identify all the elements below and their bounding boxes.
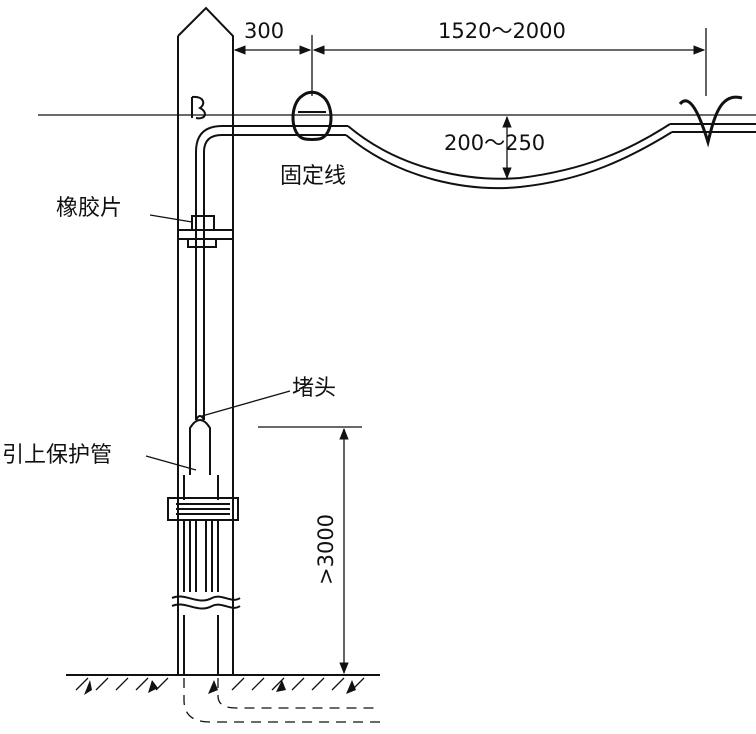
wire-hook: [191, 95, 206, 120]
label-rubber-pad-group: 橡胶片: [56, 196, 193, 223]
fixing-clamp: [291, 90, 333, 141]
label-lead-up-pipe-group: 引上保护管: [2, 443, 197, 471]
rubber-pad-clamp: [177, 215, 234, 248]
dimension-sag: 200～250: [444, 115, 545, 180]
cable: [195, 123, 756, 420]
end-support: [678, 95, 743, 148]
label-rubber-pad: 橡胶片: [56, 196, 122, 221]
dimension-height: >3000: [258, 426, 362, 675]
dimension-height-label: >3000: [314, 514, 338, 585]
dimension-offset-label: 300: [244, 19, 284, 43]
ground: [66, 674, 380, 723]
dimension-span: 1520～2000: [312, 19, 707, 96]
dimension-span-label: 1520～2000: [438, 19, 566, 43]
lead-up-pipe: [183, 415, 219, 675]
label-lead-up-pipe: 引上保护管: [2, 443, 112, 468]
pipe-strap: [167, 497, 239, 521]
dimension-sag-label: 200～250: [444, 131, 545, 155]
pole: [171, 6, 241, 675]
dimension-offset: 300: [233, 19, 313, 96]
label-plug-head: 堵头: [292, 376, 336, 401]
label-plug-head-group: 堵头: [201, 376, 336, 417]
label-fixing-wire: 固定线: [280, 164, 346, 189]
